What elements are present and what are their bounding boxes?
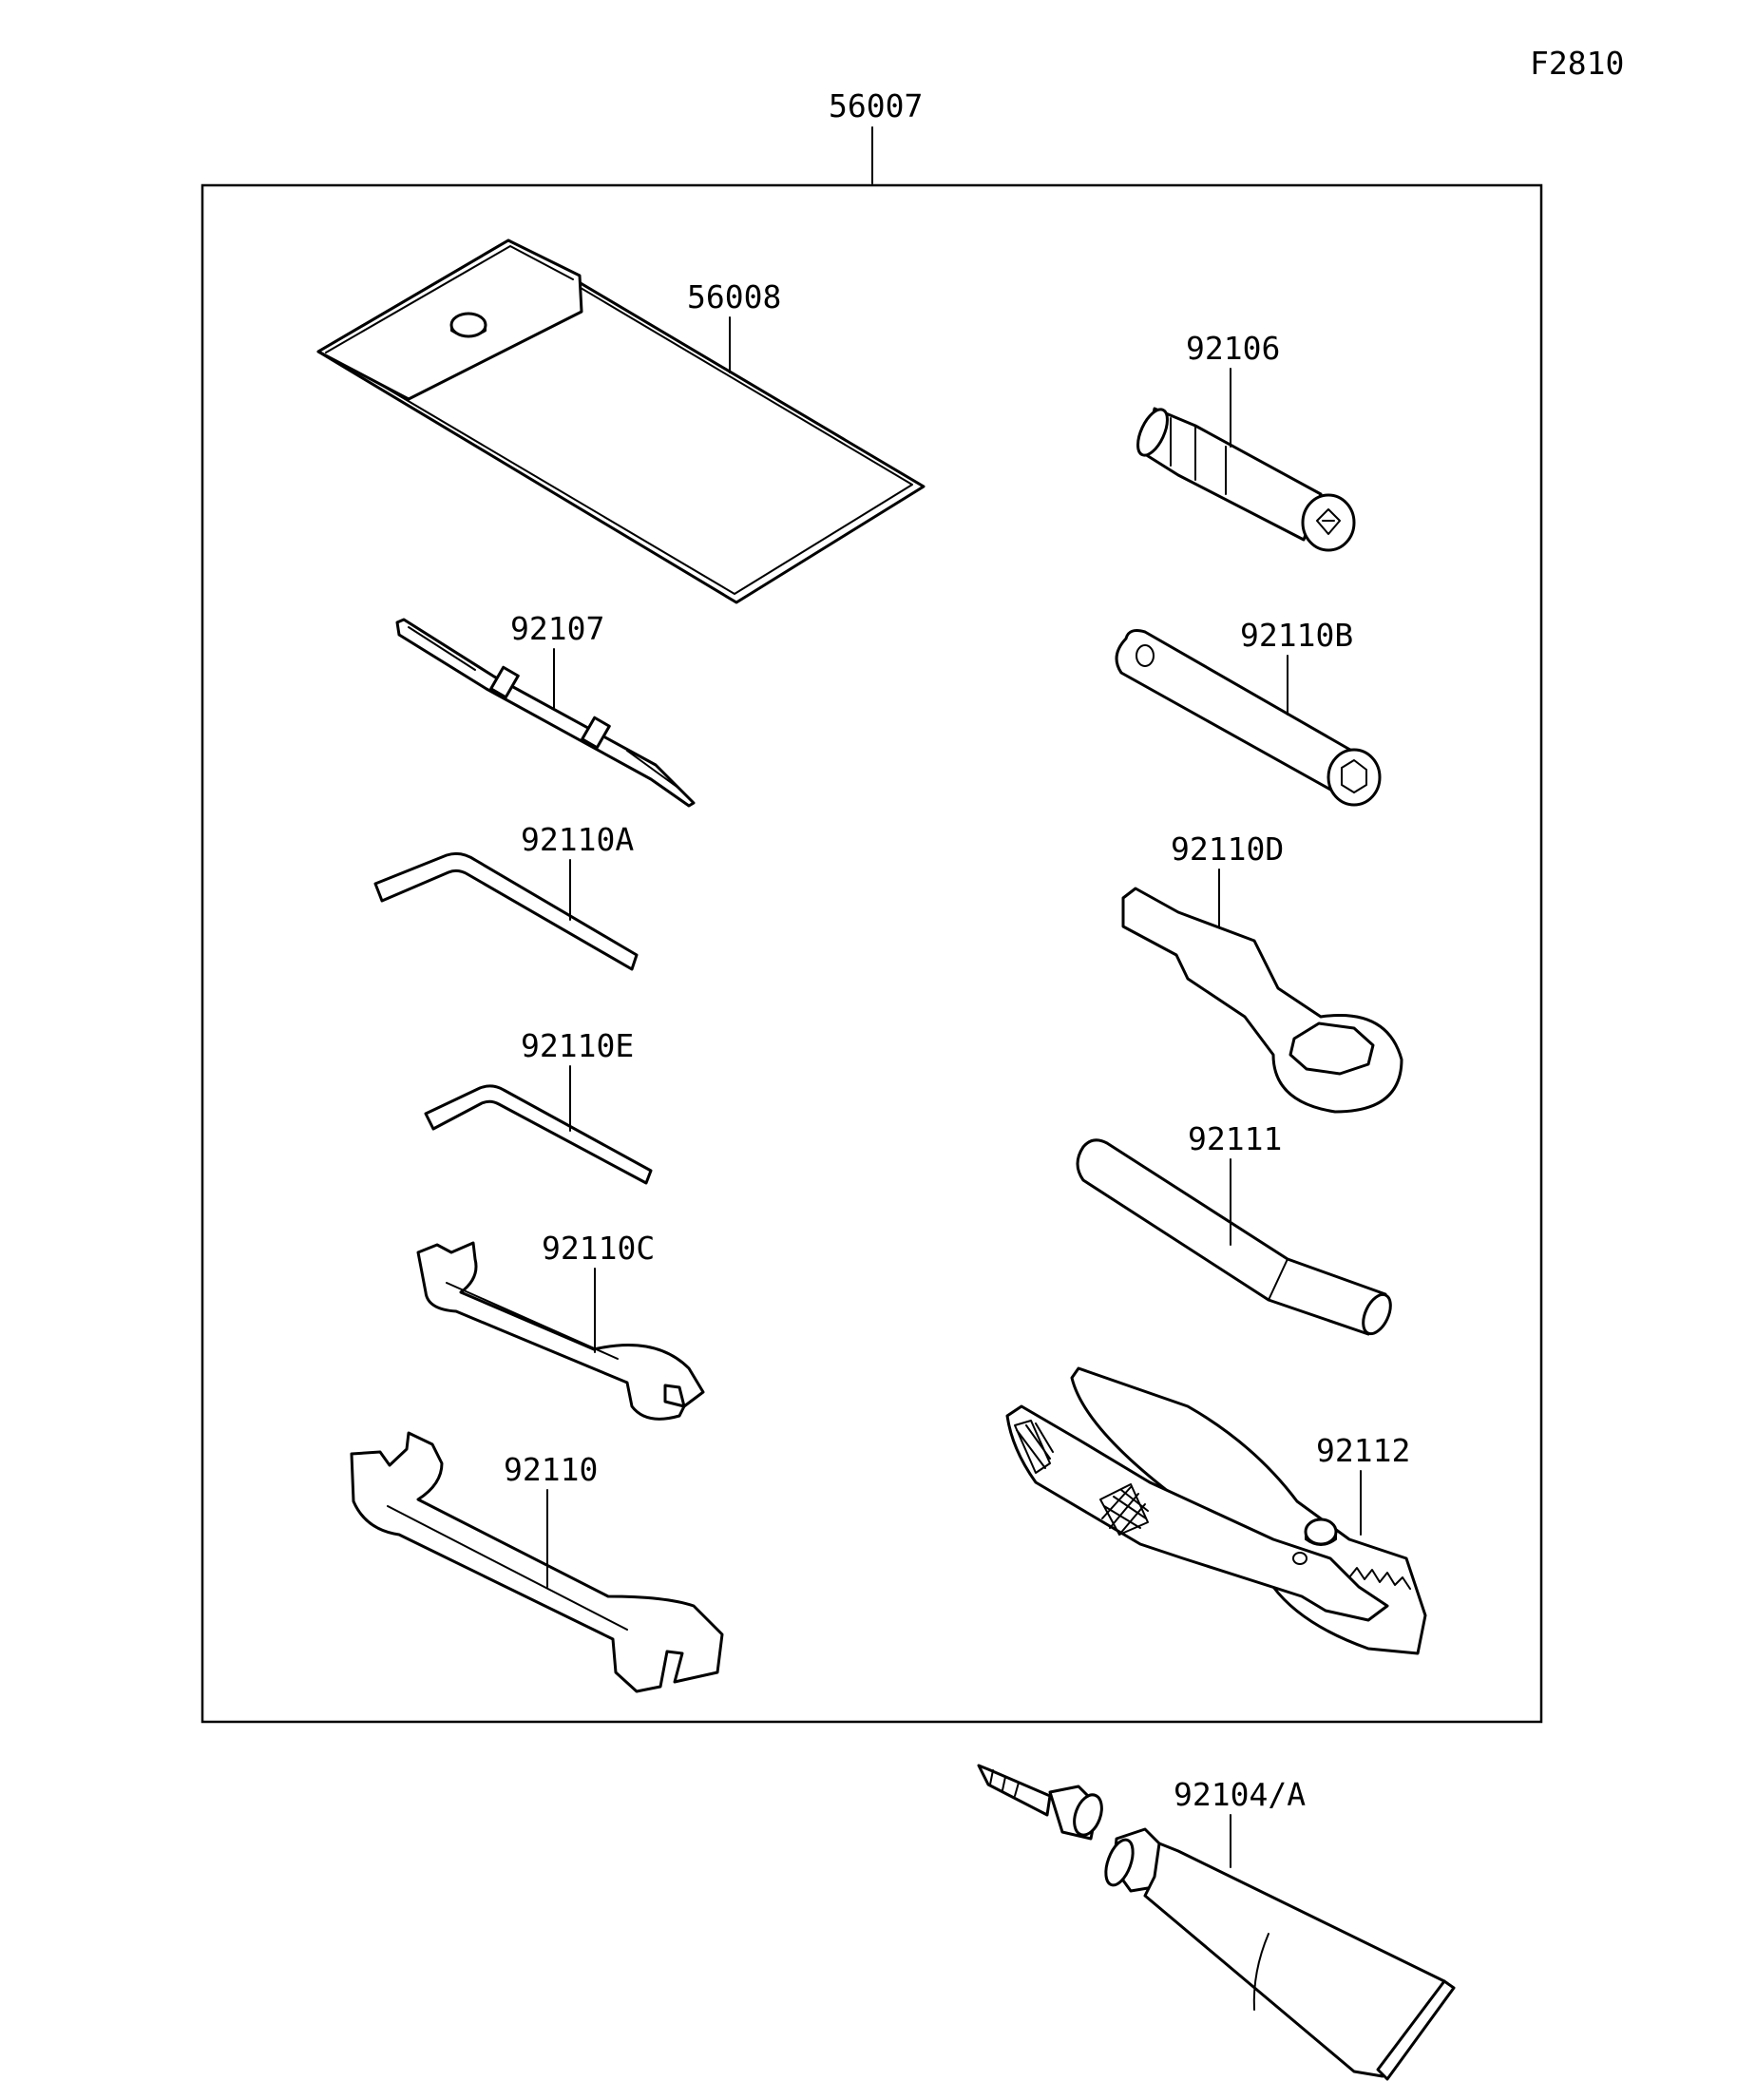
- box-wrench-drawing: [1136, 407, 1356, 552]
- label-92104A: 92104/A: [1174, 1776, 1306, 1813]
- ring-wrench-drawing: [1121, 887, 1403, 1114]
- spanner-c-drawing: [416, 1241, 705, 1421]
- label-56008: 56008: [687, 278, 781, 315]
- tool-case-drawing: [316, 239, 926, 604]
- label-92110: 92110: [504, 1451, 598, 1488]
- label-92112: 92112: [1316, 1432, 1410, 1469]
- hex-wrench-e-drawing: [424, 1084, 653, 1185]
- label-92111: 92111: [1188, 1120, 1282, 1157]
- screwdriver-drawing: [395, 618, 696, 808]
- kit-part-number: 56007: [829, 87, 923, 124]
- hex-wrench-a-drawing: [373, 851, 639, 971]
- label-92107: 92107: [510, 610, 604, 647]
- kit-frame: [200, 183, 1543, 1724]
- extension-bar-drawing: [1076, 1138, 1392, 1336]
- pliers-drawing: [1005, 1366, 1427, 1655]
- label-92110B: 92110B: [1240, 617, 1353, 654]
- label-92110A: 92110A: [521, 821, 634, 858]
- label-92106: 92106: [1186, 330, 1280, 367]
- label-92110D: 92110D: [1171, 830, 1284, 868]
- figure-code: F2810: [1530, 45, 1624, 82]
- label-92110E: 92110E: [521, 1027, 634, 1064]
- spanner-drawing: [350, 1431, 724, 1693]
- socket-handle-drawing: [1115, 629, 1382, 807]
- label-92110C: 92110C: [542, 1230, 655, 1267]
- repair-tube-drawing: [977, 1764, 1456, 2081]
